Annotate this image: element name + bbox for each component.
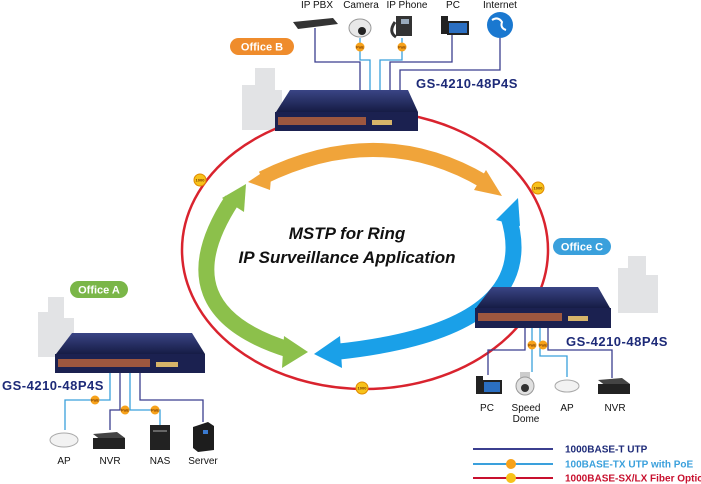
office-c-model: GS-4210-48P4S [566, 334, 668, 349]
pc-icon [441, 16, 469, 35]
svg-text:PoE: PoE [121, 408, 129, 413]
svg-text:PoE: PoE [151, 408, 159, 413]
nvr-icon [598, 378, 630, 394]
device-label-pc: PC [480, 403, 494, 414]
device-label-ap: AP [560, 403, 574, 414]
switch-office-a [55, 333, 205, 373]
device-label-ap: AP [57, 456, 71, 467]
svg-text:PoE: PoE [398, 45, 406, 50]
poe-badge: PoE [90, 395, 100, 405]
device-label-nvr: NVR [604, 403, 625, 414]
poe-badge [506, 459, 516, 469]
device-label-nas: NAS [150, 456, 171, 467]
device-label-ip-pbx: IP PBX [301, 0, 333, 11]
device-label-speed-dome-2: Dome [513, 414, 540, 425]
office-b-label: Office B [241, 42, 283, 54]
poe-badge: PoE [150, 405, 160, 415]
device-label-server: Server [188, 456, 218, 467]
office-b-model: GS-4210-48P4S [416, 76, 518, 91]
camera-icon [348, 18, 372, 38]
title-line-2: IP Surveillance Application [239, 248, 456, 267]
fiber-badge [506, 473, 516, 483]
arrow-orange [248, 143, 502, 196]
office-a-cables [64, 373, 204, 430]
pc-icon [476, 376, 502, 394]
svg-text:PoE: PoE [91, 398, 99, 403]
office-c-label: Office C [561, 242, 603, 254]
office-a-label: Office A [78, 285, 120, 297]
access-point-icon [554, 379, 580, 393]
ring-badge: 1000 [193, 173, 207, 187]
poe-badge: PoE [120, 405, 130, 415]
speed-dome-icon [515, 372, 535, 396]
office-b-cables [314, 28, 501, 92]
arrow-green [198, 184, 308, 368]
ring-badge: 1000 [355, 381, 369, 395]
ring-badge: 1000 [531, 181, 545, 195]
device-label-camera: Camera [343, 0, 379, 11]
poe-badge: PoE [397, 42, 407, 52]
office-a-badge [70, 281, 128, 298]
poe-badge: PoE [538, 340, 548, 350]
legend-label-utp: 1000BASE-T UTP [565, 445, 648, 456]
device-label-nvr: NVR [99, 456, 120, 467]
switch-office-c [475, 287, 611, 328]
office-b-badge [230, 38, 294, 55]
svg-text:PoE: PoE [539, 343, 547, 348]
svg-text:1000: 1000 [196, 178, 206, 183]
legend-label-poe: 100BASE-TX UTP with PoE [565, 460, 694, 471]
poe-badge: PoE [355, 42, 365, 52]
nvr-icon [93, 432, 125, 449]
office-c-badge [553, 238, 611, 255]
device-label-pc: PC [446, 0, 460, 11]
svg-text:1000: 1000 [534, 186, 544, 191]
device-label-internet: Internet [483, 0, 517, 11]
access-point-icon [49, 432, 79, 448]
nas-icon [150, 425, 170, 450]
title-line-1: MSTP for Ring [289, 224, 406, 243]
office-a-model: GS-4210-48P4S [2, 378, 104, 393]
poe-badge: PoE [527, 340, 537, 350]
svg-text:PoE: PoE [356, 45, 364, 50]
device-label-speed-dome: Speed [512, 403, 541, 414]
legend: 1000BASE-T UTP 100BASE-TX UTP with PoE 1… [473, 445, 701, 484]
ip-pbx-icon [293, 18, 338, 29]
switch-office-b [275, 90, 418, 131]
device-label-ip-phone: IP Phone [387, 0, 428, 11]
svg-text:1000: 1000 [358, 386, 368, 391]
legend-label-fiber: 1000BASE-SX/LX Fiber Optic [565, 474, 701, 484]
internet-globe-icon [487, 12, 513, 38]
server-icon [193, 422, 214, 452]
ip-phone-icon [390, 16, 412, 39]
svg-text:PoE: PoE [528, 343, 536, 348]
